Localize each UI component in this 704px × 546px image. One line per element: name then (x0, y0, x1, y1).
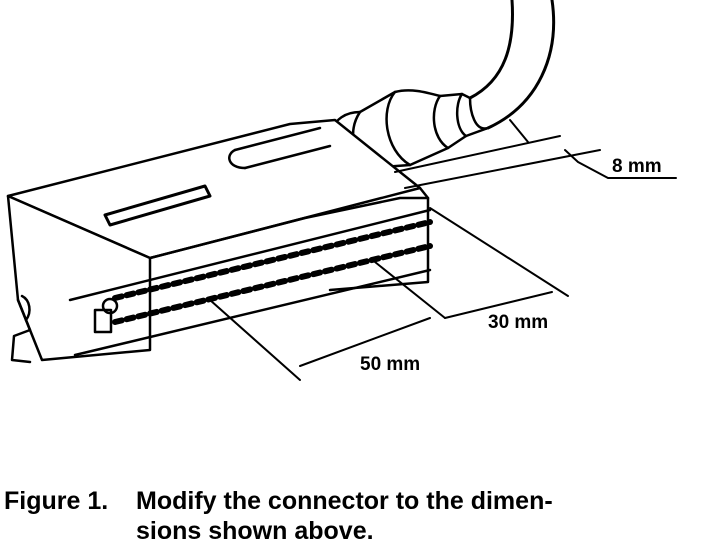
dimension-label-middle-length: 30 mm (488, 312, 548, 333)
caption-line-1: Modify the connector to the dimen- (136, 487, 553, 515)
dimension-label-top-gap: 8 mm (612, 156, 662, 177)
connector-body (6, 118, 433, 364)
dimension-label-bottom-length: 50 mm (360, 354, 420, 375)
caption-indent (0, 516, 136, 546)
cable (468, 0, 556, 130)
caption-line-2: sions shown above. (136, 517, 374, 545)
dimension-lines (209, 119, 677, 381)
figure-number: Figure 1. (4, 487, 109, 515)
figure-caption: Figure 1. Modify the connector to the di… (0, 486, 704, 546)
